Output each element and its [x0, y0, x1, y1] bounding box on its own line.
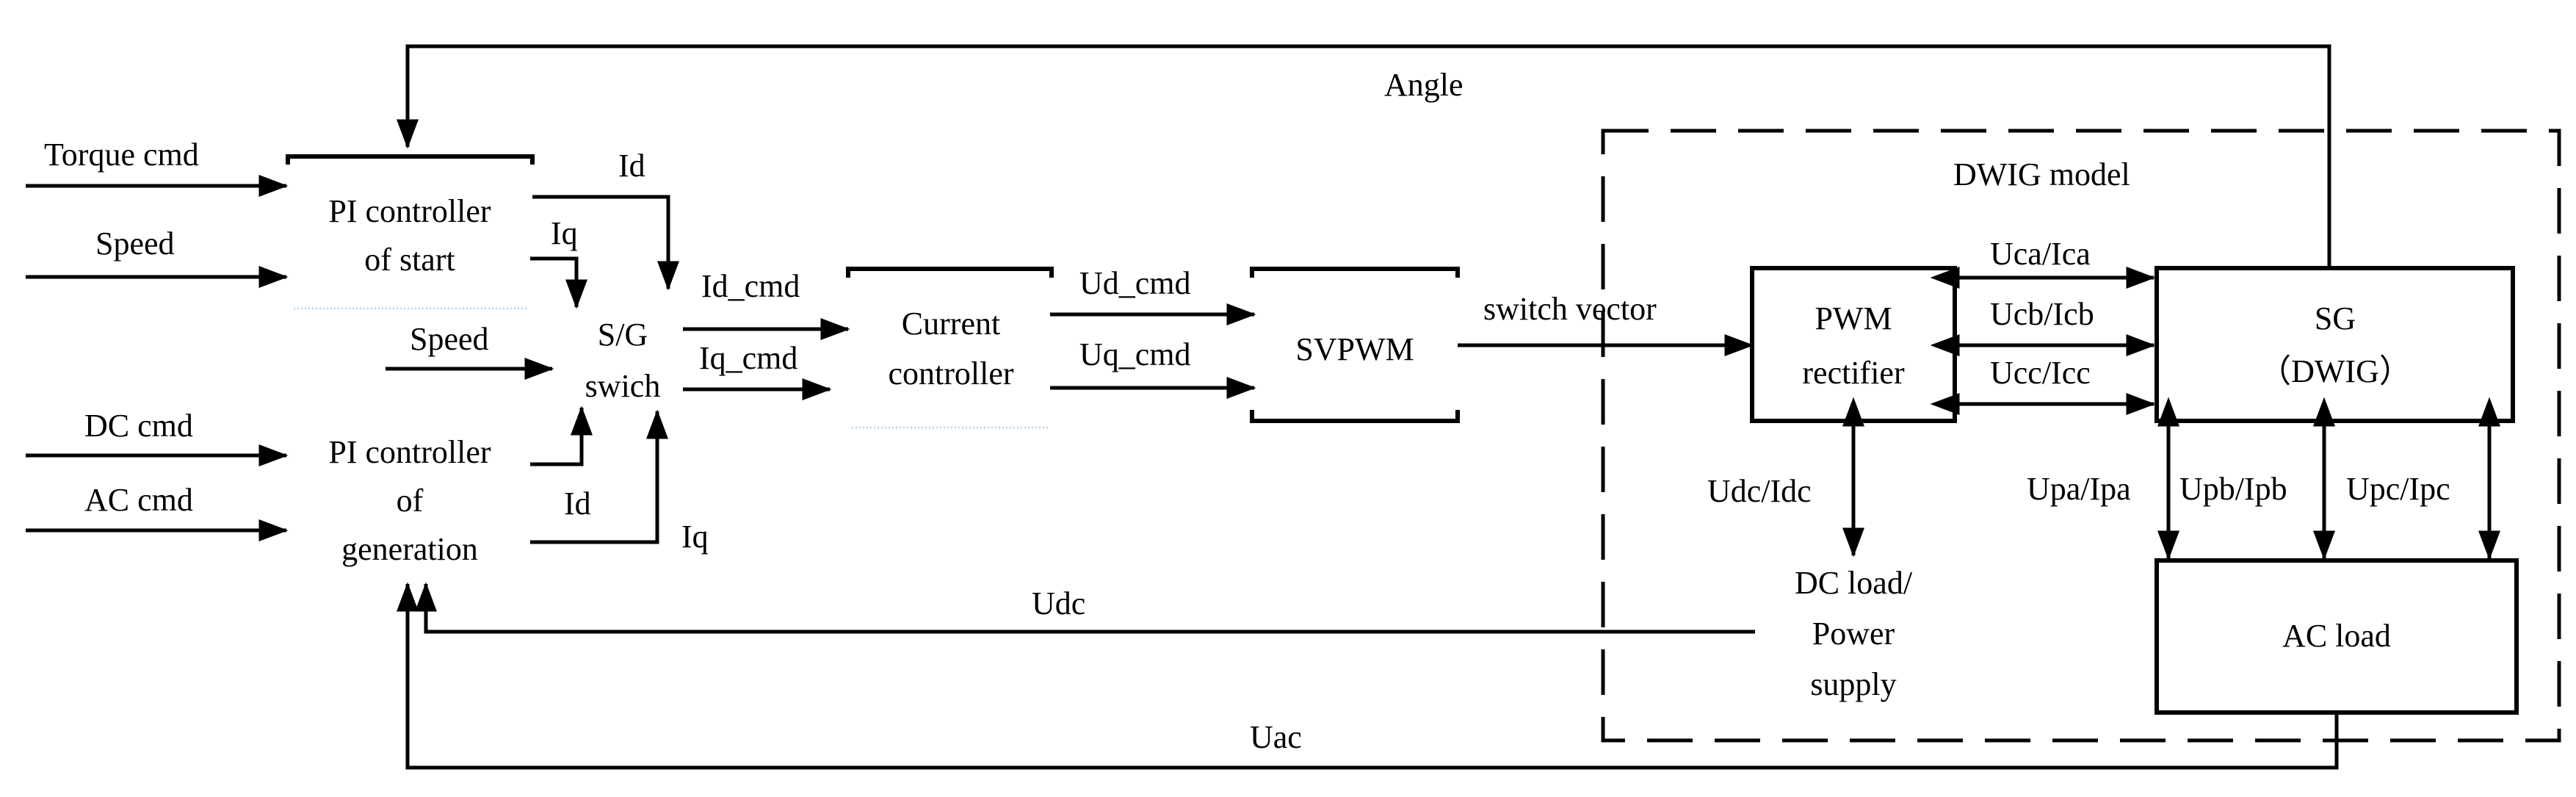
speed-mid-label: Speed [410, 321, 489, 357]
pi-gen-line2: of [397, 483, 424, 519]
ac-cmd-label: AC cmd [84, 482, 193, 518]
pi-controller-start-block: PI controller of start [286, 154, 535, 310]
upa-ipa-label: Upa/Ipa [2027, 471, 2131, 507]
ac-load-label: AC load [2282, 618, 2391, 654]
dc-load-line2: Power [1812, 616, 1895, 652]
feedback-udc: Udc [415, 582, 1755, 634]
dc-load-line3: supply [1810, 666, 1896, 702]
signal-ucb-icb: Ucb/Icb [1930, 296, 2156, 356]
id-bottom-label: Id [564, 486, 591, 522]
dc-cmd-label: DC cmd [84, 408, 193, 444]
udc-idc-label: Udc/Idc [1707, 473, 1812, 509]
pi-gen-line3: generation [341, 531, 478, 567]
signal-iq-cmd: Iq_cmd [683, 340, 832, 400]
input-ac-cmd: AC cmd [26, 482, 289, 541]
signal-ucc-icc: Ucc/Icc [1930, 355, 2156, 415]
signal-iq-top: Iq [530, 215, 587, 309]
feedback-uac: Uac [397, 582, 2339, 770]
switch-vector-label: switch vector [1483, 291, 1657, 327]
feedback-angle: Angle [397, 44, 2331, 268]
input-torque-cmd: Torque cmd [26, 137, 289, 197]
ac-load-block: AC load [2154, 558, 2519, 715]
signal-udc-idc: Udc/Idc [1707, 397, 1864, 558]
upc-ipc-label: Upc/Ipc [2346, 471, 2450, 507]
torque-cmd-label: Torque cmd [44, 137, 199, 173]
signal-id-top: Id [532, 148, 679, 291]
udc-label: Udc [1032, 585, 1085, 621]
pwm-rectifier-block: PWM rectifier [1750, 266, 1957, 423]
dc-load-line1: DC load/ [1795, 565, 1913, 601]
dwig-model-label: DWIG model [1953, 156, 2130, 192]
uac-label: Uac [1250, 719, 1302, 755]
signal-iq-bottom: Iq [530, 409, 709, 555]
signal-id-cmd: Id_cmd [683, 268, 850, 340]
sg-dwig-line2: （DWIG） [2259, 353, 2412, 389]
svpwm-label: SVPWM [1295, 331, 1414, 367]
dwig-model-boundary [1601, 129, 2561, 743]
input-speed-mid: Speed [386, 321, 554, 380]
pi-start-line2: of start [364, 242, 455, 278]
iq-top-label: Iq [551, 215, 578, 251]
input-speed-top: Speed [26, 226, 289, 288]
upb-ipb-label: Upb/Ipb [2179, 471, 2287, 507]
iq-cmd-label: Iq_cmd [699, 340, 797, 376]
input-dc-cmd: DC cmd [26, 408, 289, 466]
signal-uq-cmd: Uq_cmd [1050, 336, 1256, 399]
sg-dwig-line1: SG [2315, 300, 2356, 336]
ud-cmd-label: Ud_cmd [1079, 265, 1191, 301]
current-controller-line1: Current [902, 306, 1000, 342]
svpwm-block: SVPWM [1250, 267, 1460, 423]
pi-start-line1: PI controller [328, 193, 491, 229]
uq-cmd-label: Uq_cmd [1079, 336, 1191, 372]
pi-controller-generation-block: PI controller of generation [328, 434, 491, 567]
signal-id-bottom: Id [530, 405, 593, 522]
iq-bottom-label: Iq [681, 519, 709, 555]
pwm-rectifier-line1: PWM [1815, 300, 1892, 336]
pi-gen-line1: PI controller [328, 434, 491, 470]
signal-uca-ica: Uca/Ica [1930, 236, 2156, 289]
sg-dwig-block: SG （DWIG） [2154, 266, 2515, 423]
speed-top-label: Speed [95, 226, 175, 262]
dc-load-block: DC load/ Power supply [1795, 565, 1913, 702]
angle-label: Angle [1384, 67, 1464, 103]
pwm-rectifier-line2: rectifier [1802, 355, 1905, 391]
signal-ud-cmd: Ud_cmd [1050, 265, 1256, 325]
sg-switch-line1: S/G [598, 317, 648, 353]
current-controller-line2: controller [888, 356, 1013, 392]
signal-upc-ipc: Upc/Ipc [2346, 397, 2500, 560]
uca-ica-label: Uca/Ica [1990, 236, 2091, 272]
id-cmd-label: Id_cmd [701, 268, 800, 304]
signal-upb-ipb: Upb/Ipb [2179, 397, 2335, 560]
id-top-label: Id [618, 148, 645, 184]
signal-switch-vector: switch vector [1458, 291, 1754, 356]
ucb-icb-label: Ucb/Icb [1990, 296, 2094, 332]
current-controller-block: Current controller [846, 267, 1054, 429]
sg-switch-block: S/G swich [585, 317, 661, 404]
ucc-icc-label: Ucc/Icc [1990, 355, 2091, 391]
signal-upa-ipa: Upa/Ipa [2027, 397, 2179, 560]
sg-switch-line2: swich [585, 368, 661, 404]
